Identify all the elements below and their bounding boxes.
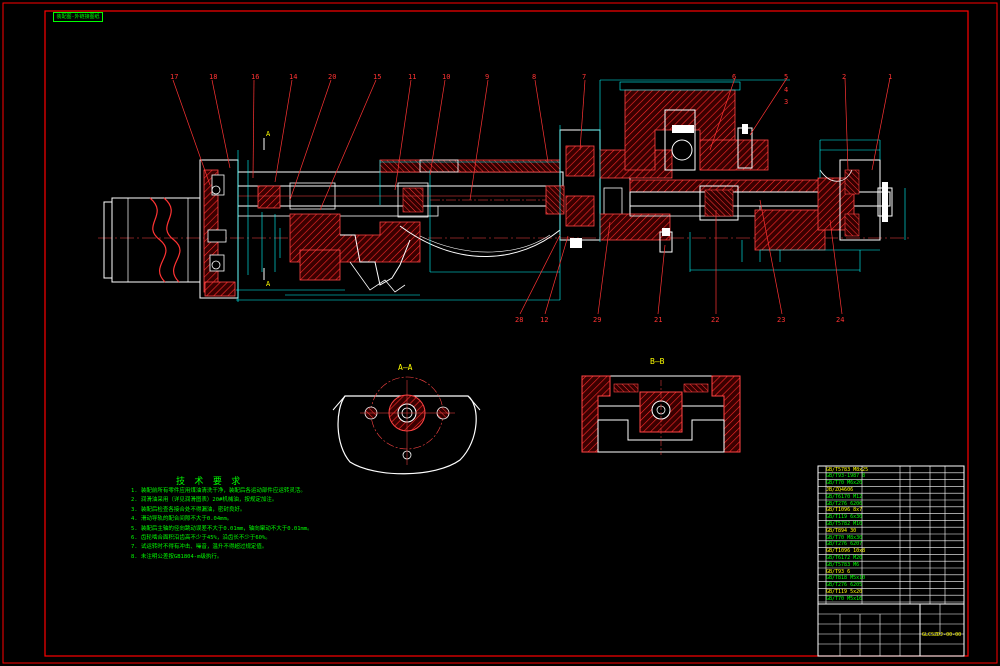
bom-row: GB/T119 5x20: [826, 588, 863, 595]
section-a-a: [332, 376, 481, 475]
callout-label: 7: [582, 73, 587, 81]
bom-row: JB/ZQ4606: [826, 486, 854, 493]
motor: [103, 197, 201, 283]
callout-label: 3: [784, 98, 789, 106]
bom-row: GB/T6172 M20: [826, 554, 863, 561]
bom-row: GB/T70 M8x30: [826, 534, 863, 541]
section-marker-bottom: A: [266, 280, 271, 288]
callout-label: 8: [532, 73, 537, 81]
note-line: 1. 装配前所有零件应用煤油清洗干净，装配后各运动部件应运转灵活。: [131, 488, 306, 494]
bom-row: GB/T276 6205: [826, 582, 863, 589]
note-line: 6. 齿轮啮合面积沿齿高不少于45%，沿齿长不少于60%。: [131, 535, 271, 542]
lower-housing: [289, 213, 561, 293]
callout-label: 28: [515, 316, 524, 324]
callout-label: 14: [289, 73, 298, 81]
bom-row: GB/T276 6207: [826, 541, 863, 548]
bom-row: GB/T93 6: [826, 568, 851, 575]
callout-label: 2: [842, 73, 847, 81]
bom-row: GB/T5783 M6: [826, 561, 860, 568]
bom-row: GB/T276 6206: [826, 500, 863, 507]
callout-label: 10: [442, 73, 451, 81]
callout-label: 12: [540, 316, 549, 324]
bom-row: GB/T93-1987 8: [826, 473, 866, 480]
bom-row: GB/T70 M6x20: [826, 480, 863, 487]
leader-lines: [172, 77, 891, 315]
technical-notes: 1. 装配前所有零件应用煤油清洗干净，装配后各运动部件应运转灵活。 2. 润滑油…: [131, 487, 313, 562]
callout-label: 6: [732, 73, 737, 81]
title-block: [817, 465, 965, 657]
note-line: 8. 未注明公差按GB1804-m级执行。: [131, 553, 223, 560]
callout-label: 15: [373, 73, 382, 81]
section-b-b: [581, 375, 741, 455]
note-line: 4. 滑动导轨的配合间隙不大于0.04mm。: [131, 516, 233, 523]
section-bb-caption: B—B: [650, 357, 665, 366]
main-shaft: [237, 159, 564, 218]
callout-label: 16: [251, 73, 260, 81]
right-shaft: [570, 159, 893, 253]
callout-label: 18: [209, 73, 218, 81]
bom-row: GB/T1096 10x8: [826, 548, 866, 555]
bom-row: GB/T70 M5x16: [826, 595, 863, 602]
bom-row: GB/T818 M5x10: [826, 575, 866, 582]
callout-label: 4: [784, 86, 789, 94]
callout-label: 22: [711, 316, 720, 324]
callout-label: 11: [408, 73, 417, 81]
callout-label: 23: [777, 316, 786, 324]
callout-label: 5: [784, 73, 789, 81]
bom-row: GB/T5783 M8x25: [826, 466, 869, 473]
dimension-lines: [236, 79, 906, 302]
callout-label: 29: [593, 316, 602, 324]
note-line: 7. 试运转时不得有冲击、噪音，温升不得超过规定值。: [131, 544, 268, 551]
callout-label: 21: [654, 316, 663, 324]
callout-label: 20: [328, 73, 337, 81]
drawing-stamp: 装配图-外链接图纸: [53, 12, 103, 22]
drawing-number: GLCSZDJ-00-00: [922, 632, 962, 638]
bom-row: GB/T5782 M10: [826, 520, 863, 527]
callout-label: 9: [485, 73, 490, 81]
bom-row: GB/T1096 8x7: [826, 507, 863, 514]
left-flange: [199, 159, 239, 299]
note-line: 5. 装配后主轴的径向跳动误差不大于0.01mm，轴向窜动不大于0.01mm。: [131, 525, 313, 532]
section-aa-caption: A—A: [398, 363, 413, 372]
callout-label: 24: [836, 316, 845, 324]
bom-row: GB/T6170 M12: [826, 493, 863, 500]
section-marker-top: A: [266, 130, 271, 138]
main-assembly: [98, 79, 912, 302]
bom-row: GB/T894 30: [826, 527, 857, 534]
callout-label: 1: [888, 73, 893, 81]
inner-border: [44, 10, 969, 657]
note-line: 2. 润滑油采用（详见润滑图表）20#机械油，按规定加注。: [131, 497, 278, 504]
callout-label: 17: [170, 73, 179, 81]
note-line: 3. 装配后检查各接合处不得漏油，密封良好。: [131, 506, 246, 513]
bom-row: GB/T119 6x30: [826, 514, 863, 521]
notes-title: 技 术 要 求: [176, 477, 243, 487]
central-gearbox: [545, 81, 769, 241]
